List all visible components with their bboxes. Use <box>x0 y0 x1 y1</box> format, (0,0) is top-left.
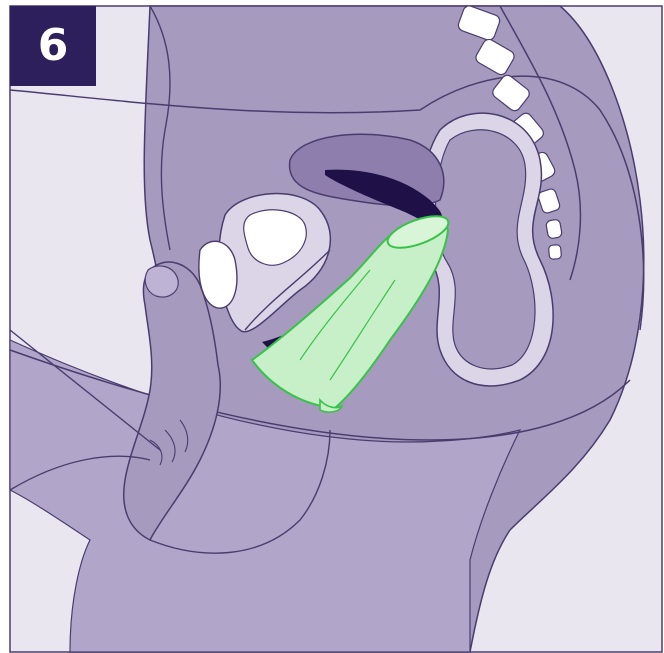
vertebra <box>548 245 561 260</box>
step-number: 6 <box>10 6 96 86</box>
finger <box>145 266 178 297</box>
vertebra <box>546 219 563 239</box>
